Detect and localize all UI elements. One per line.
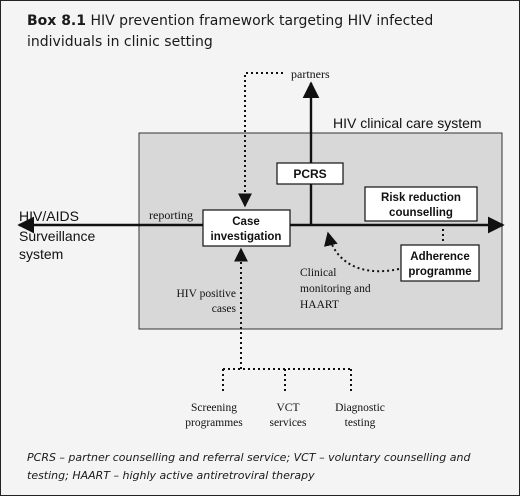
hiv-positive-line1: HIV positive: [176, 288, 236, 300]
risk-reduction-box: [364, 186, 478, 222]
diagnostic-line1: Diagnostic: [335, 402, 385, 414]
adherence-line1: Adherence: [410, 251, 469, 263]
case-investigation-line2: investigation: [211, 231, 282, 243]
clinical-monitoring-line1: Clinical: [300, 267, 336, 279]
surveillance-line3: system: [19, 246, 63, 262]
vct-line1: VCT: [277, 402, 300, 414]
clinical-monitoring-line3: HAART: [300, 299, 339, 311]
vct-line2: services: [269, 417, 307, 429]
reporting-label: reporting: [149, 208, 193, 222]
adherence-line2: programme: [408, 266, 471, 278]
pcrs-label: PCRS: [293, 167, 326, 181]
case-investigation-line1: Case: [232, 216, 260, 228]
box-number: Box 8.1: [27, 13, 86, 29]
partners-label: partners: [291, 67, 330, 81]
partners-dotted-arrow: [238, 72, 283, 208]
surveillance-line1: HIV/AIDS: [19, 208, 79, 224]
box-caption: PCRS – partner counselling and referral …: [27, 451, 471, 482]
diagnostic-line2: testing: [345, 417, 376, 429]
hiv-positive-line2: cases: [212, 303, 237, 315]
surveillance-line2: Surveillance: [19, 228, 95, 244]
risk-reduction-line1: Risk reduction: [381, 192, 461, 204]
box-title: Box 8.1 HIV prevention framework targeti…: [27, 11, 505, 53]
adherence-box: [400, 244, 480, 282]
risk-reduction-line2: counselling: [389, 207, 453, 219]
box-title-text: HIV prevention framework targeting HIV i…: [27, 13, 434, 50]
pcrs-box: [276, 162, 344, 185]
clinical-monitoring-arrow: [324, 231, 400, 273]
screening-line2: programmes: [185, 417, 243, 429]
clinical-care-label: HIV clinical care system: [333, 115, 482, 131]
screening-line1: Screening: [191, 402, 237, 414]
clinical-monitoring-line2: monitoring and: [300, 283, 371, 295]
case-investigation-box: [202, 209, 291, 247]
